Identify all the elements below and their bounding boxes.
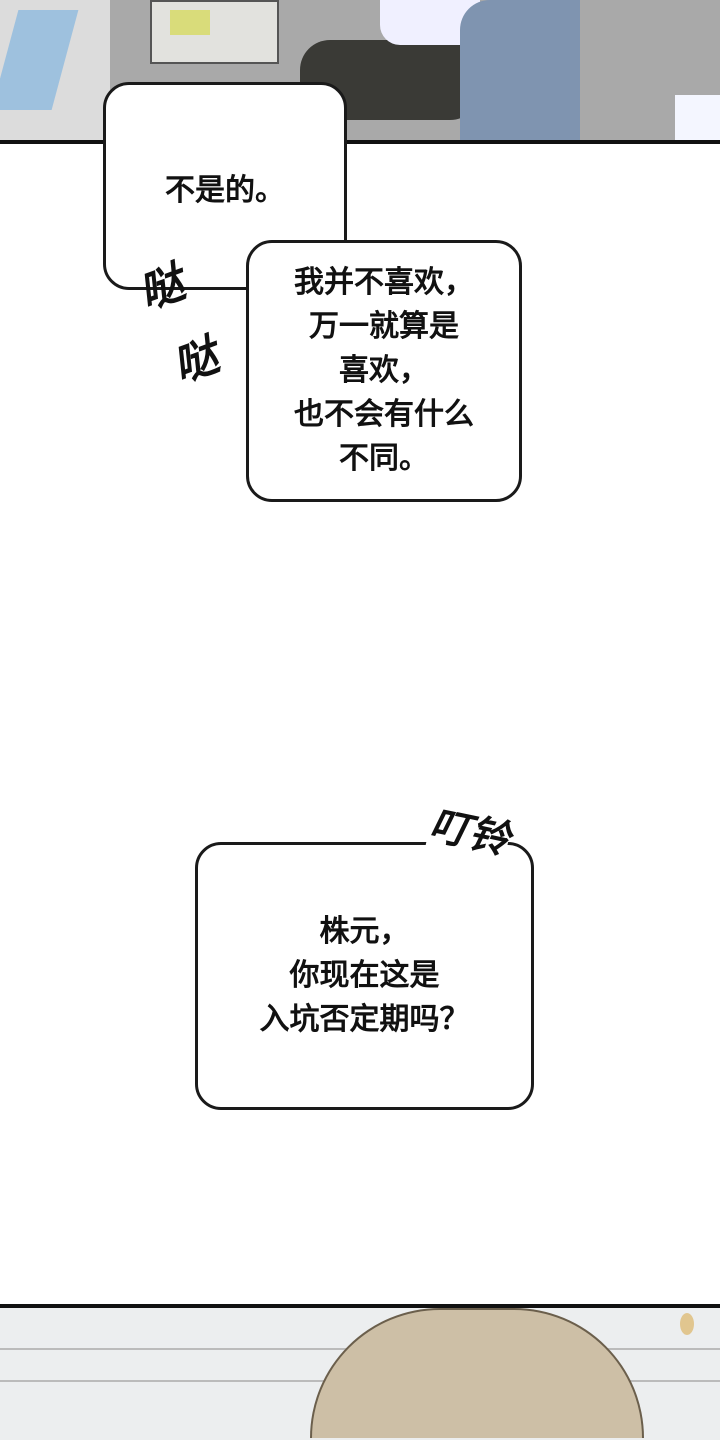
bubble-line: 不是的。 <box>165 173 285 208</box>
bubble-line: 喜欢， <box>339 353 429 388</box>
character-hair <box>310 1308 644 1438</box>
bubble-line: 入坑否定期吗？ <box>259 1002 470 1037</box>
bubble-line: 不同。 <box>339 441 429 476</box>
office-chair <box>460 0 580 140</box>
sfx-footstep-2: 哒 <box>166 329 225 393</box>
bubble-line: 你现在这是 <box>289 958 440 993</box>
wall-clock <box>680 1313 694 1335</box>
bottom-panel-office-scene <box>0 1304 720 1440</box>
speech-bubble-3: 株元， 你现在这是 入坑否定期吗？ <box>195 842 534 1110</box>
bubble-line: 万一就算是 <box>309 309 459 344</box>
paper <box>675 95 720 140</box>
bubble-line: 株元， <box>319 914 410 949</box>
bubble-line: 我并不喜欢， <box>294 265 474 300</box>
speech-bubble-1: 不是的。 <box>103 82 347 290</box>
bubble-line: 也不会有什么 <box>294 397 474 432</box>
document-map <box>170 10 210 35</box>
speech-bubble-2: 我并不喜欢， 万一就算是 喜欢， 也不会有什么 不同。 <box>246 240 522 502</box>
